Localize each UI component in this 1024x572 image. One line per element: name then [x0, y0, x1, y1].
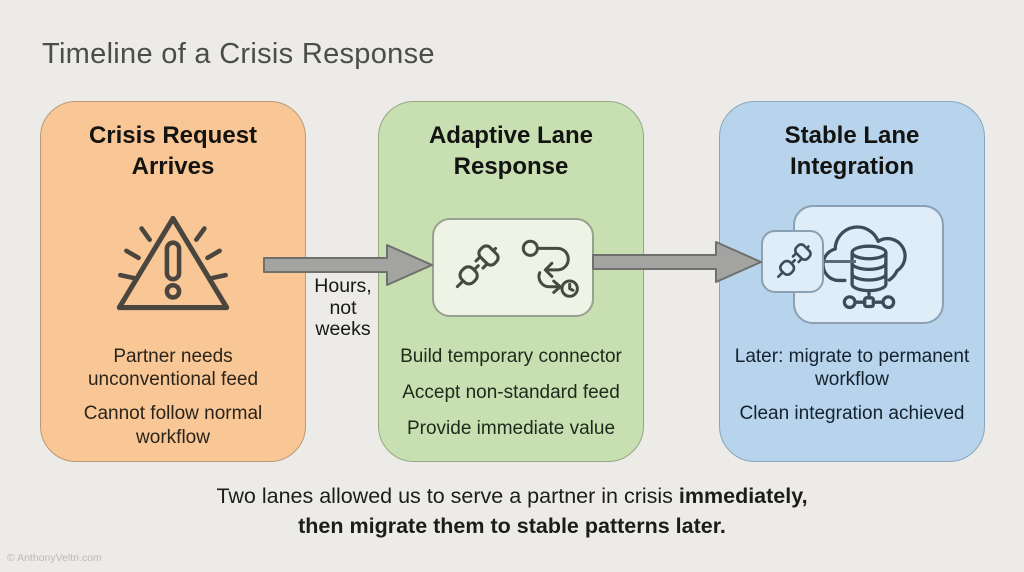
- card-body: Later: migrate to permanent workflow Cle…: [732, 345, 972, 437]
- bullet-text: Later: migrate to permanent workflow: [734, 346, 970, 391]
- bullet-text: Cannot follow normal workflow: [83, 403, 263, 448]
- summary-caption: Two lanes allowed us to serve a partner …: [216, 484, 808, 538]
- card-title: Crisis Request Arrives: [88, 122, 258, 181]
- stable-plug-panel: [761, 230, 824, 293]
- plug-connector-icon: [447, 239, 505, 297]
- page-title: Timeline of a Crisis Response: [42, 38, 435, 70]
- bullet-text: Provide immediate value: [406, 418, 616, 440]
- card-body: Build temporary connector Accept non-sta…: [391, 345, 631, 454]
- flow-arrow-1: [263, 243, 435, 287]
- card-body: Partner needs unconventional feed Cannot…: [53, 345, 293, 460]
- bullet-text: Build temporary connector: [400, 346, 622, 367]
- flexible-route-clock-icon: [520, 238, 580, 298]
- flow-arrow-2: [592, 240, 764, 284]
- bullet-text: Accept non-standard feed: [402, 382, 620, 404]
- card-adaptive-lane: Adaptive Lane Response: [378, 101, 644, 462]
- bullet-text: Clean integration achieved: [739, 403, 965, 425]
- card-crisis-request: Crisis Request Arrives Partner needs unc…: [40, 101, 306, 462]
- card-title: Stable Lane Integration: [784, 122, 920, 181]
- watermark: © AnthonyVeltri.com: [7, 552, 102, 564]
- adaptive-icon-panel: [432, 218, 594, 317]
- arrow-label-hours-not-weeks: Hours, not weeks: [314, 275, 372, 340]
- card-stable-lane: Stable Lane Integration: [719, 101, 985, 462]
- card-title: Adaptive Lane Response: [428, 122, 594, 181]
- panel-connector-line: [824, 260, 856, 263]
- cloud-database-network-icon: [813, 209, 925, 321]
- bullet-text: Partner needs unconventional feed: [87, 346, 259, 391]
- plug-connector-icon: [770, 239, 816, 285]
- warning-triangle-icon: [41, 200, 305, 330]
